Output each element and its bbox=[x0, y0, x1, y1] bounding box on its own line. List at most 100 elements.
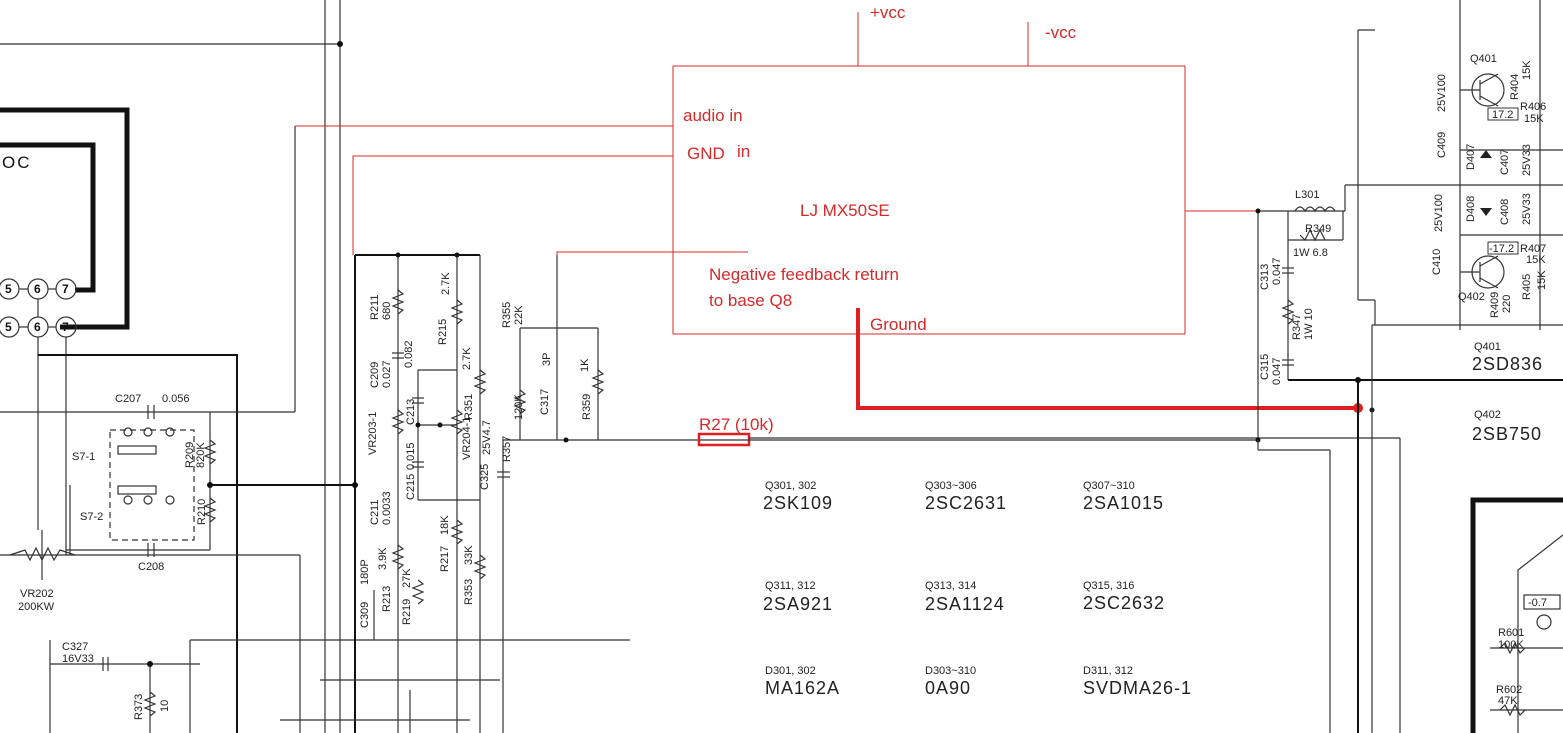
c313-value: 0.047 bbox=[1271, 257, 1283, 285]
r409-label: R409 bbox=[1489, 292, 1501, 318]
vcc-pos-label: +vcc bbox=[870, 3, 906, 22]
c215-label: C215 bbox=[405, 474, 417, 500]
c313-label: C313 bbox=[1259, 264, 1271, 290]
r373-label: R373 bbox=[133, 694, 145, 720]
c317-value: 3P bbox=[541, 353, 553, 366]
r353-value: 33K bbox=[463, 545, 475, 565]
q402-table-part: 2SB750 bbox=[1472, 424, 1542, 444]
feedback-label-2: to base Q8 bbox=[709, 291, 792, 310]
c315-label: C315 bbox=[1259, 354, 1271, 380]
q402-table-ref: Q402 bbox=[1474, 409, 1501, 421]
oc-label: OC bbox=[2, 153, 32, 172]
c315-value: 0.047 bbox=[1271, 357, 1283, 385]
audio-in-label: audio in bbox=[683, 106, 743, 125]
c309-label: C309 bbox=[359, 602, 371, 628]
r357-label: R357 bbox=[501, 436, 513, 462]
s7-1-label: S7-1 bbox=[72, 451, 95, 463]
r359-label: R359 bbox=[581, 394, 593, 420]
table-ref-0: Q301, 302 bbox=[765, 480, 816, 492]
r409-value: 220 bbox=[1501, 295, 1513, 313]
table-ref-4: Q313, 314 bbox=[925, 580, 976, 592]
table-part-4: 2SA1124 bbox=[925, 594, 1005, 614]
c208-label: C208 bbox=[138, 561, 164, 573]
transistor-table: Q301, 302 2SK109 Q303~306 2SC2631 Q307~3… bbox=[763, 480, 1191, 698]
table-part-0: 2SK109 bbox=[763, 493, 833, 513]
c211-value: 0.0033 bbox=[381, 491, 393, 525]
r351-value: 2.7K bbox=[461, 347, 473, 370]
c211-label: C211 bbox=[369, 500, 381, 525]
c327-label: C327 bbox=[62, 641, 88, 653]
module-name: LJ MX50SE bbox=[800, 201, 890, 220]
pin-7b: 7 bbox=[62, 320, 69, 334]
table-ref-3: Q311, 312 bbox=[765, 580, 816, 592]
table-ref-1: Q303~306 bbox=[925, 480, 977, 492]
c408-label: C408 bbox=[1499, 199, 1511, 225]
r353-label: R353 bbox=[463, 579, 475, 605]
r347-value: 1W 10 bbox=[1303, 308, 1315, 340]
r404-label: R404 bbox=[1509, 74, 1521, 100]
r347-label: R347 bbox=[1291, 314, 1303, 340]
vr204-label: VR204-1 bbox=[461, 417, 473, 460]
voltage-box-3: -0.7 bbox=[1528, 597, 1547, 609]
l301-label: L301 bbox=[1295, 189, 1319, 201]
r602-value: 47K bbox=[1498, 695, 1518, 707]
pin-5a: 5 bbox=[5, 282, 12, 296]
r406-label: R406 bbox=[1520, 101, 1546, 113]
table-part-3: 2SA921 bbox=[763, 594, 833, 614]
q401-table-part: 2SD836 bbox=[1472, 354, 1543, 374]
s7-2-label: S7-2 bbox=[80, 511, 103, 523]
c410-label: C410 bbox=[1431, 249, 1443, 275]
table-ref-5: Q315, 316 bbox=[1083, 580, 1134, 592]
annotation-overlay: +vcc -vcc audio in GND in LJ MX50SE Nega… bbox=[295, 3, 1363, 447]
c207-label: C207 bbox=[115, 393, 141, 405]
c407-label: C407 bbox=[1499, 149, 1511, 175]
c317-label: C317 bbox=[539, 389, 551, 415]
c309-value: 180P bbox=[359, 559, 371, 585]
output-stage-section: L301 R349 1W 6.8 C313 0.047 R347 1W 10 C… bbox=[1255, 0, 1563, 733]
r217-label: R217 bbox=[439, 546, 451, 572]
table-ref-2: Q307~310 bbox=[1083, 480, 1135, 492]
c410-value: 25V100 bbox=[1433, 194, 1445, 232]
c209-label: C209 bbox=[369, 362, 381, 388]
c209-value: 0.027 bbox=[381, 360, 393, 388]
r210-label: R210 bbox=[196, 499, 208, 525]
c327-value: 16V33 bbox=[62, 653, 94, 665]
r359-value: 1K bbox=[579, 358, 591, 372]
c213-label: C213 bbox=[405, 399, 417, 425]
r213-value: 3.9K bbox=[377, 547, 389, 570]
pin-5b: 5 bbox=[5, 320, 12, 334]
lj-mx50se-module-box bbox=[672, 65, 1186, 335]
d407-label: D407 bbox=[1465, 144, 1477, 170]
r404-value: 15K bbox=[1521, 60, 1533, 80]
vcc-neg-label: -vcc bbox=[1045, 23, 1077, 42]
r601-label: R601 bbox=[1498, 627, 1524, 639]
gnd-label: GND bbox=[687, 144, 725, 163]
r209-label: R209 bbox=[184, 442, 196, 468]
connector-pins: 5 6 7 5 6 7 bbox=[0, 278, 77, 555]
d408-label: D408 bbox=[1465, 196, 1477, 222]
q401-table-ref: Q401 bbox=[1474, 341, 1501, 353]
r211-value: 680 bbox=[381, 302, 393, 320]
pin-6a: 6 bbox=[34, 282, 41, 296]
left-switch-section: OC 5 6 7 5 6 7 C207 bbox=[0, 0, 630, 733]
r601-value: 100K bbox=[1498, 639, 1524, 651]
feedback-label-1: Negative feedback return bbox=[709, 265, 899, 284]
table-ref-8: D311, 312 bbox=[1083, 665, 1133, 677]
r349-label: R349 bbox=[1305, 223, 1331, 235]
r219-label: R219 bbox=[401, 599, 413, 625]
c409-label: C409 bbox=[1436, 132, 1448, 158]
r355-value: 22K bbox=[513, 305, 525, 325]
r405-label: R405 bbox=[1521, 274, 1533, 300]
r209-value: 820K bbox=[195, 442, 207, 468]
r349-value: 1W 6.8 bbox=[1293, 247, 1328, 259]
table-ref-6: D301, 302 bbox=[765, 665, 816, 677]
q402-label: Q402 bbox=[1458, 291, 1485, 303]
r351-label: R351 bbox=[463, 394, 475, 420]
voltage-box-2: -17.2 bbox=[1489, 243, 1514, 255]
pin-7a: 7 bbox=[62, 282, 69, 296]
ground-wire bbox=[856, 308, 1358, 410]
table-part-1: 2SC2631 bbox=[925, 493, 1007, 513]
vr202-label: VR202 bbox=[20, 588, 54, 600]
table-ref-7: D303~310 bbox=[925, 665, 976, 677]
r215-label: R215 bbox=[437, 319, 449, 345]
